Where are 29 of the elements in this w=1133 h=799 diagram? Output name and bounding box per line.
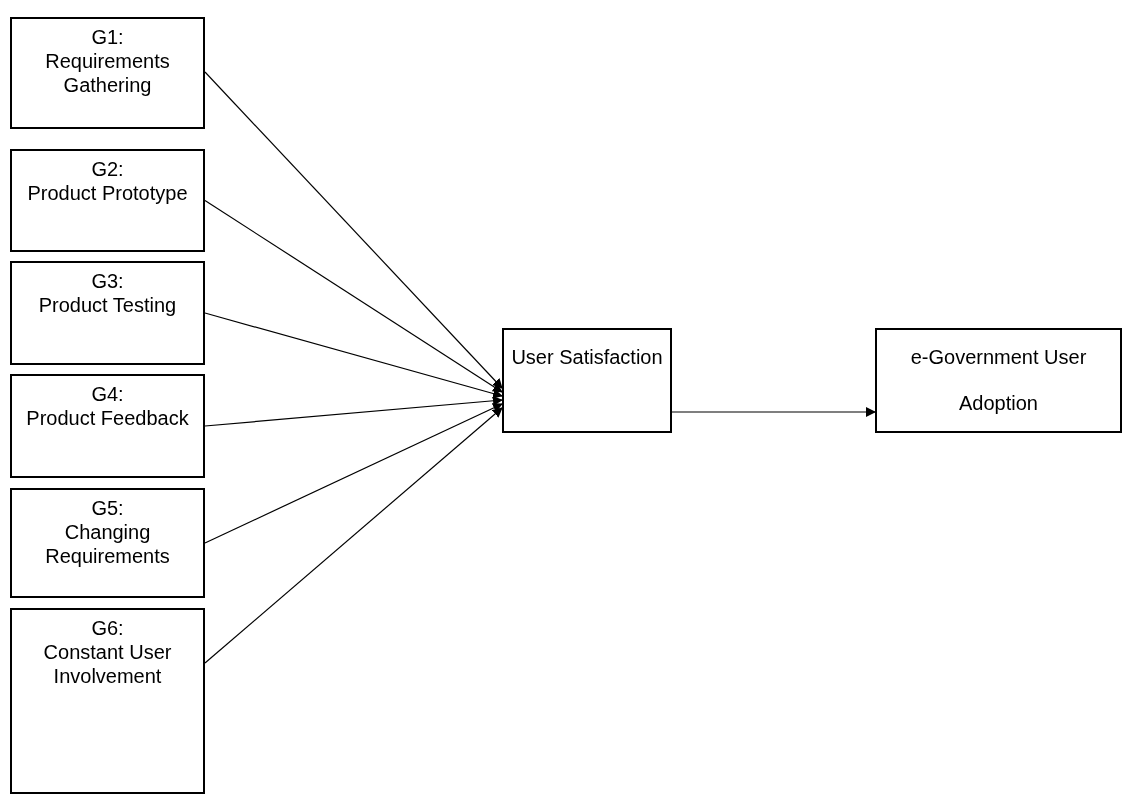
arrow — [204, 403, 503, 544]
factor-box — [10, 261, 205, 365]
factor-code: G4: — [90, 382, 125, 406]
factor-code: G6: — [90, 616, 125, 640]
arrow — [671, 407, 876, 417]
factor-box — [10, 488, 205, 598]
node-label: Product Feedback — [25, 406, 190, 430]
node-label: Product Testing — [37, 293, 178, 317]
factor-code: G5: — [90, 496, 125, 520]
arrow — [204, 395, 503, 427]
node-label: Changing Requirements — [44, 520, 171, 568]
arrow — [204, 71, 503, 389]
node-label: User Satisfaction — [510, 345, 664, 370]
factor-box — [10, 374, 205, 478]
outcome-box — [502, 328, 672, 433]
factor-code: G3: — [90, 269, 125, 293]
factor-box — [10, 149, 205, 252]
factor-code: G2: — [90, 157, 125, 181]
arrow — [204, 199, 503, 393]
factor-box — [10, 608, 205, 794]
factor-code: G1: — [90, 25, 125, 49]
node-label: Constant User Involvement — [42, 640, 173, 688]
arrow — [204, 407, 503, 664]
factor-box — [10, 17, 205, 129]
node-label: Product Prototype — [26, 181, 189, 205]
arrow — [204, 312, 503, 399]
outcome-box — [875, 328, 1122, 433]
node-label: e-Government User Adoption — [909, 345, 1088, 416]
node-label: Requirements Gathering — [44, 49, 171, 97]
